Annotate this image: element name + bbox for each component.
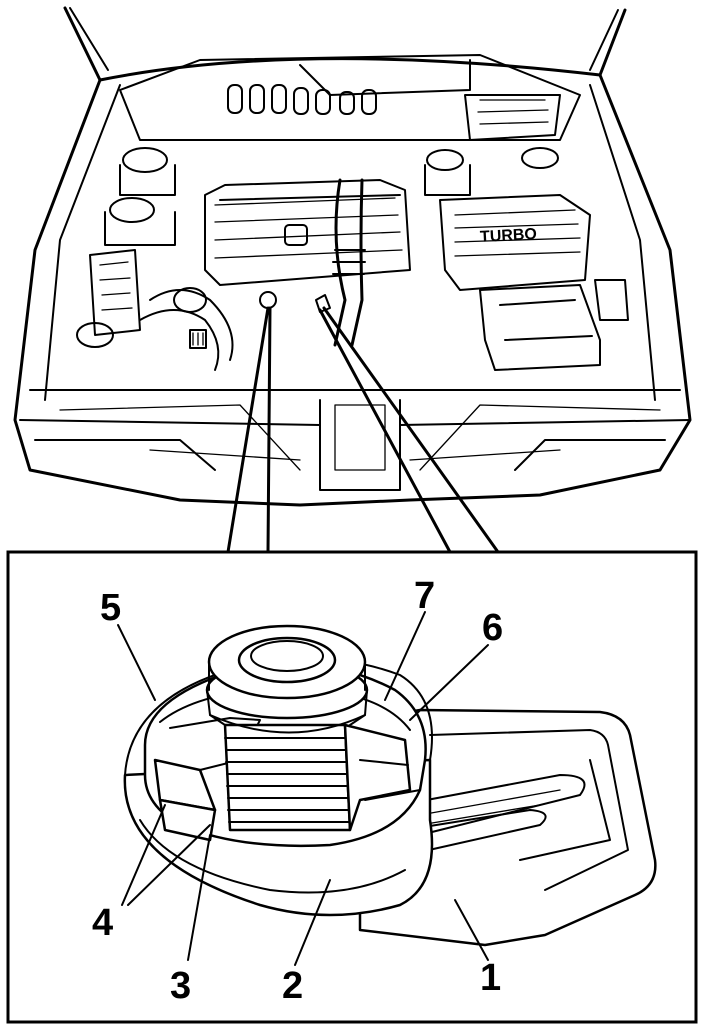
leader-6: [409, 644, 489, 721]
leader-2: [294, 879, 331, 966]
zoom-leader-lines: [226, 306, 500, 554]
callout-2: 2: [282, 965, 303, 1007]
callout-6: 6: [482, 607, 503, 649]
leader-1: [454, 899, 489, 961]
callout-leaders: [117, 611, 489, 966]
engine-bay-illustration: TURBO: [13, 6, 692, 507]
leader-3: [187, 834, 211, 961]
leader-4a: [121, 804, 166, 906]
tensioner-bracket: [358, 708, 657, 947]
leader-5: [117, 624, 156, 701]
pulley-hub: [223, 723, 352, 832]
pulley-bore: [237, 636, 337, 684]
tensioner-location-marker: [259, 291, 277, 309]
pulley-grooves: [224, 737, 351, 823]
callout-3: 3: [170, 965, 191, 1007]
callout-5: 5: [100, 587, 121, 629]
belt-tensioner-detail: 5 7 6 4 3 2 1: [92, 575, 657, 1007]
callout-7: 7: [414, 575, 435, 617]
cowl-vents: [227, 84, 377, 115]
leader-4b: [127, 824, 211, 906]
callout-4: 4: [92, 902, 113, 944]
engine-cover-marking: TURBO: [480, 226, 538, 246]
hose-location-marker: [315, 294, 331, 313]
callout-1: 1: [480, 957, 501, 999]
leader-7: [384, 611, 426, 701]
